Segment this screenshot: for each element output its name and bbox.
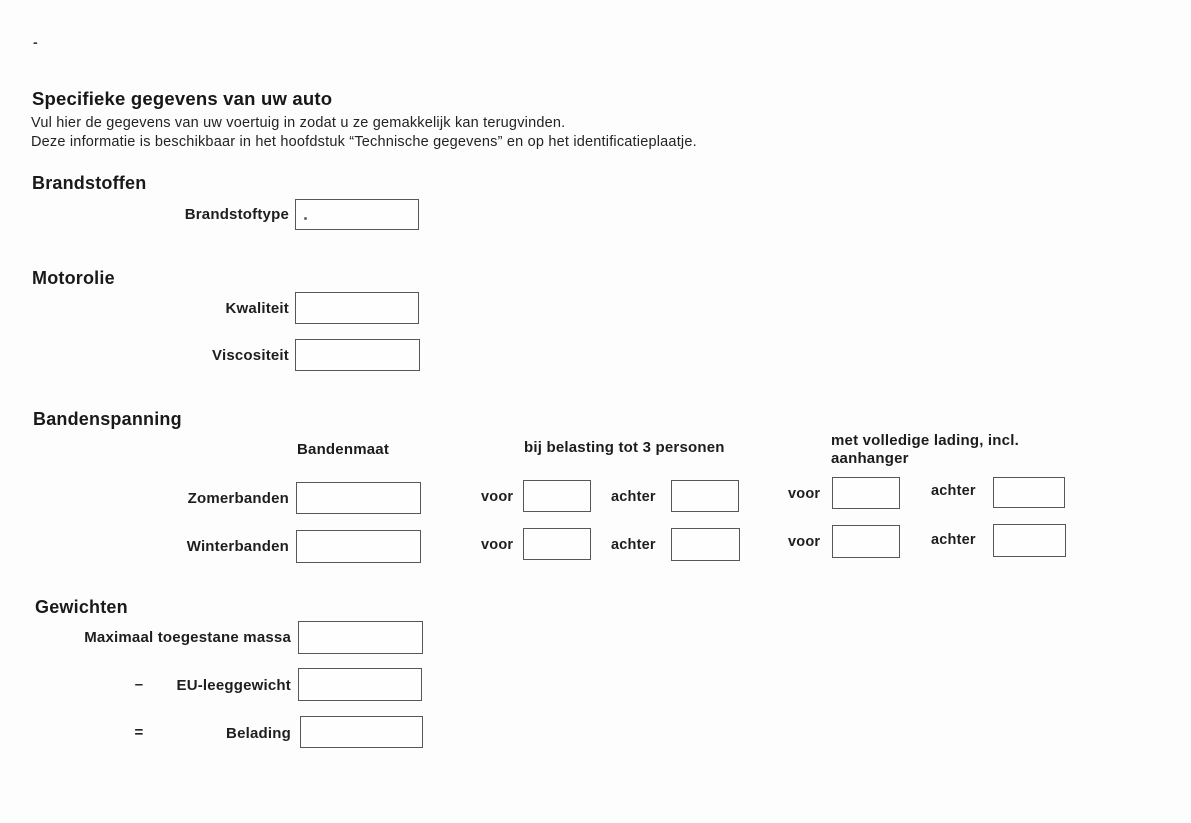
equals-operator: = [134, 724, 144, 741]
winter-load3-rear-input[interactable] [671, 528, 740, 561]
ink-speck [304, 217, 307, 220]
column-header-tire-size: Bandenmaat [297, 441, 390, 458]
column-header-full-load: met volledige lading, incl. aanhanger [831, 432, 1019, 468]
weight-payload-input[interactable] [300, 716, 423, 748]
section-heading-weights: Gewichten [35, 597, 128, 617]
winter-full-rear-label: achter [931, 532, 976, 548]
column-header-full-load-line1: met volledige lading, incl. [831, 432, 1019, 449]
page-title: Specifieke gegevens van uw auto [32, 88, 333, 109]
winter-size-input[interactable] [296, 530, 421, 563]
fuel-type-label: Brandstoftype [184, 206, 289, 223]
intro-line-1: Vul hier de gegevens van uw voertuig in … [31, 115, 566, 131]
winter-load3-rear-label: achter [611, 537, 656, 553]
summer-full-rear-label: achter [931, 483, 976, 499]
weight-empty-input[interactable] [298, 668, 422, 701]
column-header-full-load-line2: aanhanger [831, 450, 909, 467]
summer-load3-front-input[interactable] [523, 480, 591, 512]
intro-line-2: Deze informatie is beschikbaar in het ho… [31, 134, 697, 150]
tire-row-label-summer: Zomerbanden [187, 490, 289, 507]
summer-load3-rear-input[interactable] [671, 480, 739, 512]
fuel-type-input[interactable] [295, 199, 419, 230]
oil-viscosity-label: Viscositeit [212, 347, 289, 364]
weight-payload-label: Belading [226, 725, 291, 742]
section-heading-fuel: Brandstoffen [32, 173, 147, 193]
summer-size-input[interactable] [296, 482, 421, 514]
summer-full-rear-input[interactable] [993, 477, 1065, 508]
summer-load3-front-label: voor [481, 489, 514, 505]
weight-max-label: Maximaal toegestane massa [84, 629, 291, 646]
minus-operator: – [134, 676, 144, 693]
summer-full-front-label: voor [788, 486, 821, 502]
corner-mark: - [33, 34, 38, 50]
summer-full-front-input[interactable] [832, 477, 900, 509]
section-heading-tires: Bandenspanning [33, 409, 182, 429]
winter-load3-front-input[interactable] [523, 528, 591, 560]
winter-full-front-input[interactable] [832, 525, 900, 558]
weight-max-input[interactable] [298, 621, 423, 654]
oil-quality-input[interactable] [295, 292, 419, 324]
summer-load3-rear-label: achter [611, 489, 656, 505]
winter-load3-front-label: voor [481, 537, 514, 553]
oil-viscosity-input[interactable] [295, 339, 420, 371]
tire-row-label-winter: Winterbanden [186, 538, 289, 555]
winter-full-front-label: voor [788, 534, 821, 550]
oil-quality-label: Kwaliteit [225, 300, 289, 317]
column-header-load3: bij belasting tot 3 personen [524, 439, 725, 456]
weight-empty-label: EU-leeggewicht [176, 677, 291, 694]
winter-full-rear-input[interactable] [993, 524, 1066, 557]
section-heading-oil: Motorolie [32, 268, 115, 288]
